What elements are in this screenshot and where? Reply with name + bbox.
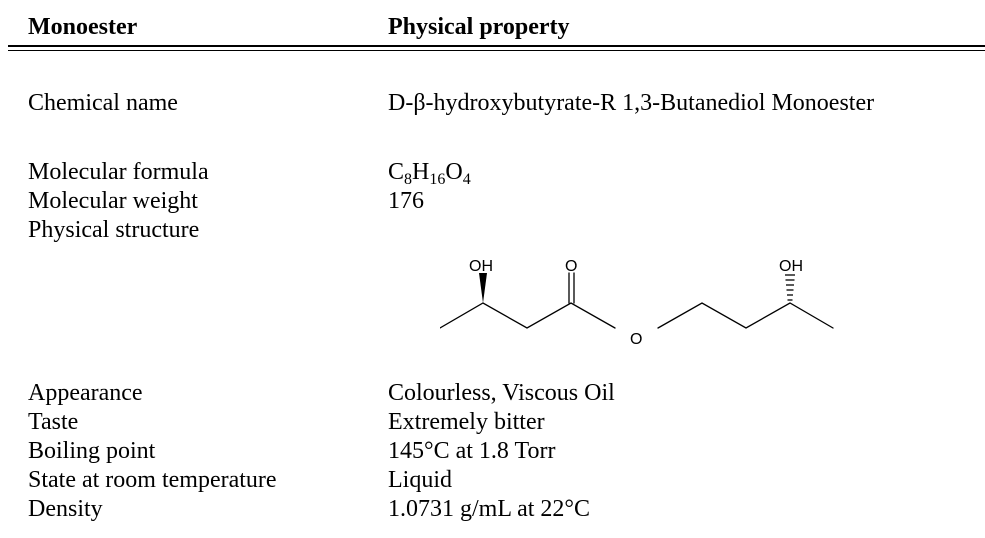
atom-oh-right: OH xyxy=(779,258,803,275)
wedge-bond xyxy=(479,273,487,303)
label-density: Density xyxy=(28,496,103,522)
value-molecular-weight: 176 xyxy=(388,188,424,214)
ester-o-gap xyxy=(624,324,650,346)
formula-c: C xyxy=(388,159,405,185)
value-chemical-name: D-β-hydroxybutyrate-R 1,3-Butanediol Mon… xyxy=(388,90,875,116)
formula-h-count: 16 xyxy=(429,171,446,188)
atom-oh-left: OH xyxy=(469,258,493,275)
label-physical-structure: Physical structure xyxy=(28,217,200,243)
value-state-room-temperature: Liquid xyxy=(388,467,452,493)
label-taste: Taste xyxy=(28,409,79,435)
label-state-room-temperature: State at room temperature xyxy=(28,467,277,493)
label-chemical-name: Chemical name xyxy=(28,90,178,116)
molecular-structure-diagram: OH O OH O xyxy=(440,258,834,348)
formula-h: H xyxy=(412,159,430,185)
formula-o-count: 4 xyxy=(462,171,471,188)
label-molecular-formula: Molecular formula xyxy=(28,159,209,185)
value-taste: Extremely bitter xyxy=(388,409,545,435)
value-molecular-formula: C8H16O4 xyxy=(388,158,471,188)
hash-bond xyxy=(785,274,795,301)
atom-carbonyl-o: O xyxy=(565,258,577,275)
value-boiling-point: 145°C at 1.8 Torr xyxy=(388,438,556,464)
formula-o: O xyxy=(445,159,463,185)
header-physical-property: Physical property xyxy=(388,14,570,40)
value-density: 1.0731 g/mL at 22°C xyxy=(388,496,591,522)
atom-ester-o-top: O xyxy=(630,331,642,348)
header-rule-thin xyxy=(8,50,985,51)
label-molecular-weight: Molecular weight xyxy=(28,188,198,214)
value-appearance: Colourless, Viscous Oil xyxy=(388,380,615,406)
formula-c-count: 8 xyxy=(404,171,413,188)
header-monoester: Monoester xyxy=(28,14,138,40)
header-rule-thick xyxy=(8,45,985,47)
skeleton-bonds xyxy=(440,302,834,329)
label-appearance: Appearance xyxy=(28,380,143,406)
label-boiling-point: Boiling point xyxy=(28,438,156,464)
